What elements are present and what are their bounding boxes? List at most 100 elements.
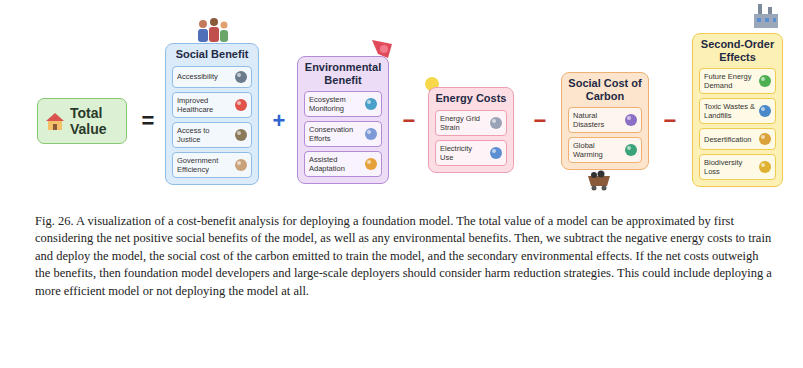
icon-disc <box>490 117 502 129</box>
icon-shine <box>367 130 371 134</box>
operator-sign: = <box>136 110 160 132</box>
factor-icon <box>234 98 248 112</box>
factor-box: Energy Grid Strain <box>435 110 507 136</box>
factor-label: Toxic Wastes & Landfills <box>704 102 756 120</box>
category-panel: Energy CostsEnergy Grid StrainElectricit… <box>428 87 514 172</box>
factor-icon <box>624 143 638 157</box>
icon-disc <box>235 71 247 83</box>
factor-box: Government Efficiency <box>172 152 252 178</box>
icon-shine <box>367 160 371 164</box>
icon-disc <box>235 99 247 111</box>
factor-icon <box>758 160 772 174</box>
panel-heading: Social Cost of Carbon <box>568 77 642 103</box>
factor-box: Future Energy Demand <box>699 68 776 94</box>
factory-icon <box>754 4 778 28</box>
factor-label: Accessibility <box>177 72 232 81</box>
factor-label: Biodiversity Loss <box>704 158 756 176</box>
total-label: Total Value <box>70 105 120 137</box>
factor-icon <box>364 97 378 111</box>
roof-shape <box>46 113 64 121</box>
icon-shine <box>761 77 765 81</box>
door-shape <box>53 124 57 130</box>
factor-box: Natural Disasters <box>568 107 642 133</box>
factor-label: Access to Justice <box>177 126 232 144</box>
icon-shine <box>761 163 765 167</box>
icon-shine <box>492 119 496 123</box>
total-box: Total Value <box>37 98 127 144</box>
factor-box: Improved Healthcare <box>172 92 252 118</box>
icon-disc <box>490 147 502 159</box>
icon-disc <box>365 98 377 110</box>
icon-disc <box>365 158 377 170</box>
operator-sign: − <box>658 110 682 132</box>
factor-box: Access to Justice <box>172 122 252 148</box>
factor-label: Conservation Efforts <box>309 125 362 143</box>
factor-label: Desertification <box>704 135 756 144</box>
operator-sign: + <box>267 110 291 132</box>
factor-box: Assisted Adaptation <box>304 151 382 177</box>
icon-shine <box>237 161 241 165</box>
figure-caption: Fig. 26. A visualization of a cost-benef… <box>35 213 773 300</box>
house-icon <box>44 110 66 132</box>
panel-heading: Second-Order Effects <box>699 38 776 64</box>
people-icon <box>198 18 228 42</box>
icon-shine <box>237 101 241 105</box>
factor-box: Accessibility <box>172 66 252 88</box>
operator-sign: − <box>528 110 552 132</box>
factor-icon <box>489 146 503 160</box>
factor-label: Assisted Adaptation <box>309 155 362 173</box>
icon-disc <box>759 105 771 117</box>
icon-disc <box>235 129 247 141</box>
factor-icon <box>624 113 638 127</box>
category-panel: Social Cost of CarbonNatural DisastersGl… <box>561 72 649 170</box>
panel-heading: Environmental Benefit <box>304 61 382 87</box>
wall-shape <box>48 121 62 130</box>
factor-box: Global Warming <box>568 137 642 163</box>
factor-box: Toxic Wastes & Landfills <box>699 98 776 124</box>
icon-shine <box>761 135 765 139</box>
factor-box: Conservation Efforts <box>304 121 382 147</box>
panel-heading: Energy Costs <box>435 92 507 105</box>
factor-icon <box>489 116 503 130</box>
coal-cart-icon <box>588 171 610 191</box>
icon-disc <box>235 159 247 171</box>
factor-icon <box>234 128 248 142</box>
factor-label: Natural Disasters <box>573 111 622 129</box>
category-panel: Social BenefitAccessibilityImproved Heal… <box>165 43 259 184</box>
icon-disc <box>365 128 377 140</box>
icon-disc <box>759 75 771 87</box>
factor-label: Improved Healthcare <box>177 96 232 114</box>
factor-box: Ecosystem Monitoring <box>304 91 382 117</box>
factor-icon <box>364 127 378 141</box>
factor-icon <box>234 70 248 84</box>
icon-shine <box>367 100 371 104</box>
factor-box: Electricity Use <box>435 140 507 166</box>
category-panel: Second-Order EffectsFuture Energy Demand… <box>692 33 783 187</box>
factor-label: Electricity Use <box>440 144 487 162</box>
icon-shine <box>627 116 631 120</box>
factor-label: Government Efficiency <box>177 156 232 174</box>
icon-disc <box>625 114 637 126</box>
category-panel: Environmental BenefitEcosystem Monitorin… <box>297 56 389 184</box>
factor-label: Ecosystem Monitoring <box>309 95 362 113</box>
factor-box: Desertification <box>699 128 776 150</box>
icon-shine <box>492 149 496 153</box>
factor-icon <box>364 157 378 171</box>
icon-shine <box>237 73 241 77</box>
factor-box: Biodiversity Loss <box>699 154 776 180</box>
icon-disc <box>759 161 771 173</box>
icon-shine <box>627 146 631 150</box>
factor-icon <box>758 132 772 146</box>
icon-disc <box>625 144 637 156</box>
icon-shine <box>237 131 241 135</box>
factor-label: Future Energy Demand <box>704 72 756 90</box>
factor-icon <box>758 74 772 88</box>
panel-heading: Social Benefit <box>172 48 252 61</box>
operator-sign: − <box>397 110 421 132</box>
factor-label: Energy Grid Strain <box>440 114 487 132</box>
factor-icon <box>234 158 248 172</box>
factor-icon <box>758 104 772 118</box>
icon-shine <box>761 107 765 111</box>
